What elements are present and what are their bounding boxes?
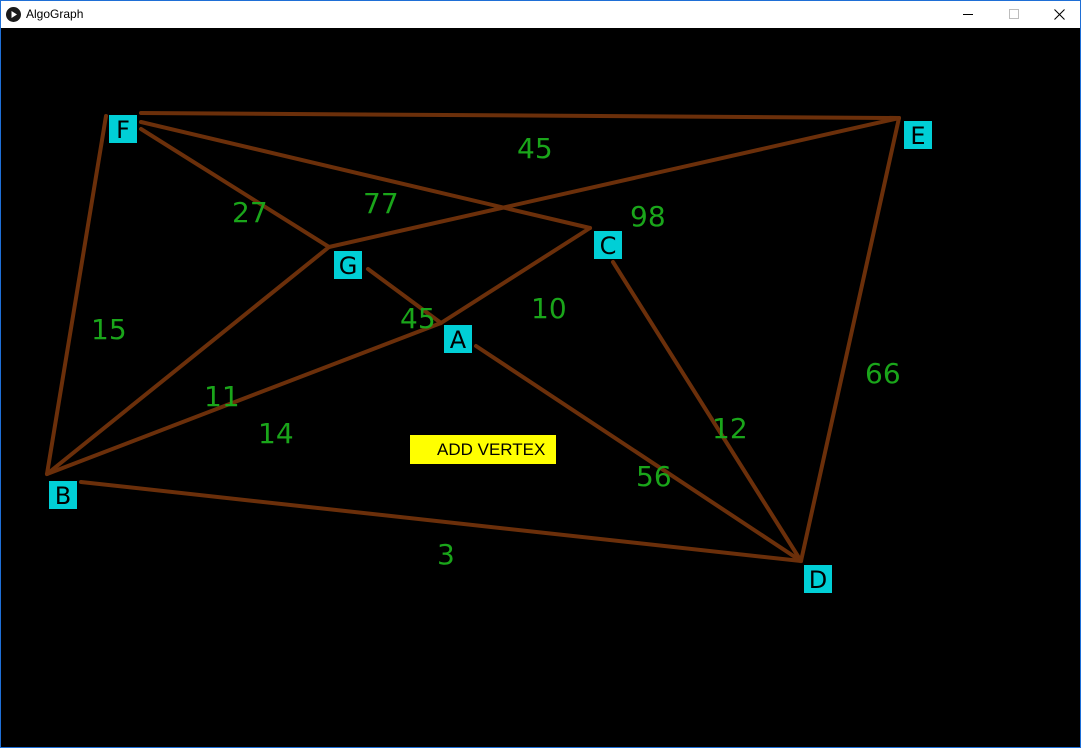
- edge-f-e: [139, 111, 901, 120]
- vertex-label: A: [450, 326, 467, 354]
- edge-f-b: [45, 114, 108, 476]
- edge-weight-g-e: 98: [630, 200, 666, 233]
- vertices-layer[interactable]: F E C G A B D: [49, 115, 932, 594]
- minimize-button[interactable]: [945, 1, 991, 28]
- vertex-label: C: [600, 232, 617, 260]
- edge-g-e: [327, 116, 901, 249]
- graph-drawing[interactable]: 45 77 27 15 98 45 11 10 14 56 12 66 3 F E C G A B D: [1, 28, 1080, 747]
- edge-weight-a-c: 10: [531, 292, 567, 325]
- close-icon: [1054, 9, 1065, 20]
- window-title: AlgoGraph: [26, 7, 84, 21]
- edge-f-c: [139, 120, 592, 230]
- edge-e-d: [799, 116, 901, 563]
- weight-labels-layer: 45 77 27 15 98 45 11 10 14 56 12 66 3: [91, 132, 901, 571]
- vertex-label: F: [116, 116, 130, 144]
- vertex-label: G: [339, 252, 358, 280]
- vertex-label: D: [809, 566, 827, 594]
- vertex-label: E: [910, 122, 925, 150]
- edge-weight-f-c: 77: [363, 187, 399, 220]
- edge-weight-a-b: 14: [258, 417, 294, 450]
- vertex-box[interactable]: [594, 231, 622, 259]
- edge-b-d: [79, 480, 803, 563]
- vertex-box[interactable]: [334, 251, 362, 279]
- vertex-f[interactable]: F: [109, 115, 137, 144]
- edge-a-b: [45, 321, 443, 476]
- edge-weight-b-d: 3: [437, 538, 455, 571]
- edge-a-c: [439, 226, 592, 325]
- title-bar[interactable]: AlgoGraph: [1, 1, 1080, 28]
- vertex-e[interactable]: E: [904, 121, 932, 150]
- vertex-b[interactable]: B: [49, 481, 77, 510]
- vertex-box[interactable]: [444, 325, 472, 353]
- edge-weight-f-b: 15: [91, 313, 127, 346]
- vertex-a[interactable]: A: [444, 325, 472, 354]
- vertex-box[interactable]: [49, 481, 77, 509]
- edge-g-a: [366, 267, 443, 325]
- edge-weight-e-d: 66: [865, 357, 901, 390]
- edge-c-d: [611, 260, 803, 563]
- vertex-box[interactable]: [904, 121, 932, 149]
- edge-weight-g-b: 11: [204, 380, 240, 413]
- vertex-d[interactable]: D: [804, 565, 832, 594]
- edge-weight-f-g: 27: [232, 196, 268, 229]
- vertex-c[interactable]: C: [594, 231, 622, 260]
- edge-g-b: [45, 245, 331, 476]
- edge-f-g: [139, 127, 331, 249]
- vertex-g[interactable]: G: [334, 251, 362, 280]
- edge-a-d: [474, 344, 803, 563]
- edge-weight-a-d: 56: [636, 460, 672, 493]
- vertex-box[interactable]: [109, 115, 137, 143]
- close-button[interactable]: [1036, 1, 1081, 28]
- vertex-box[interactable]: [804, 565, 832, 593]
- play-circle-icon: [6, 7, 21, 22]
- minimize-icon: [963, 14, 973, 15]
- edge-weight-f-e: 45: [517, 132, 553, 165]
- edge-weight-c-d: 12: [712, 412, 748, 445]
- maximize-button[interactable]: [991, 1, 1037, 28]
- add-vertex-button[interactable]: ADD VERTEX: [410, 435, 556, 464]
- maximize-icon: [1009, 9, 1019, 19]
- edge-weight-g-a: 45: [400, 302, 436, 335]
- vertex-label: B: [55, 482, 71, 510]
- graph-canvas[interactable]: 45 77 27 15 98 45 11 10 14 56 12 66 3 F E C G A B D ADD VE…: [1, 28, 1080, 747]
- edges-layer: [45, 111, 901, 563]
